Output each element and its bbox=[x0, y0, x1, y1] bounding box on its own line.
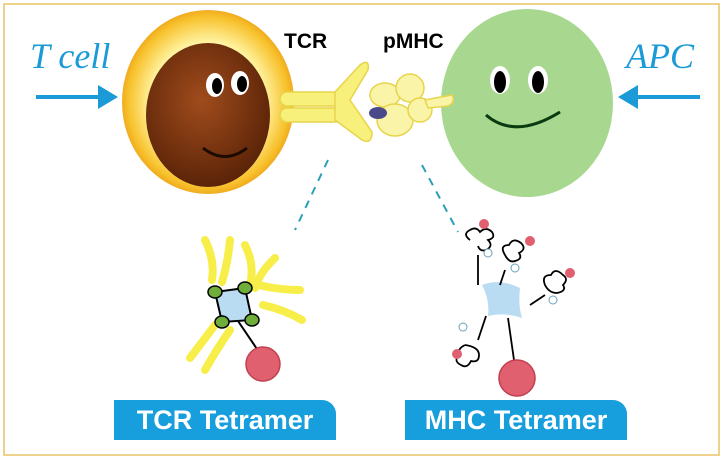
tcr-tetramer-illustration bbox=[186, 236, 306, 382]
dashed-connector-left bbox=[294, 159, 329, 231]
arrow-right-icon bbox=[36, 85, 118, 109]
apc-illustration bbox=[441, 9, 613, 197]
pmhc-molecule bbox=[369, 73, 455, 137]
dashed-connector-right bbox=[421, 164, 459, 233]
tcr-label: TCR bbox=[284, 30, 328, 53]
arrow-left-icon bbox=[618, 85, 700, 109]
mhc-tetramer-label: MHC Tetramer bbox=[405, 400, 627, 440]
tcr-tetramer-label: TCR Tetramer bbox=[114, 400, 336, 440]
mhc-tetramer-illustration bbox=[452, 219, 575, 397]
apc-label: APC bbox=[626, 36, 694, 76]
t-cell-illustration bbox=[122, 10, 294, 194]
t-cell-label: T cell bbox=[30, 36, 111, 76]
frame-border bbox=[3, 3, 720, 456]
pmhc-label: pMHC bbox=[383, 30, 444, 53]
tcr-receptor bbox=[279, 61, 373, 143]
